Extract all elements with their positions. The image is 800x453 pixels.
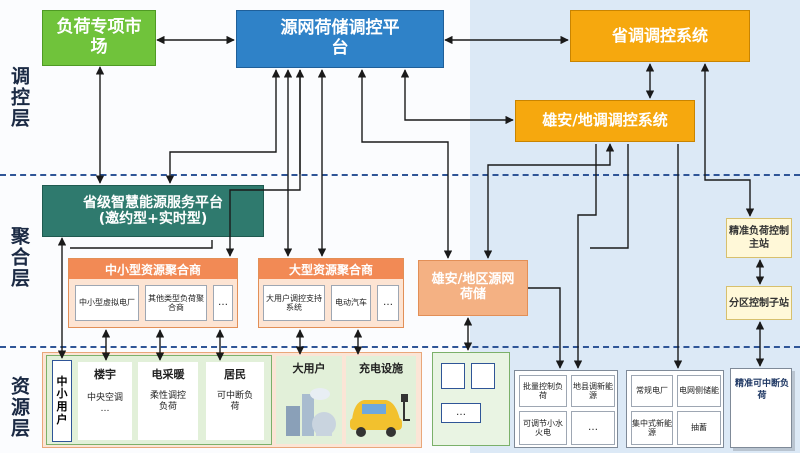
big-user-support-box: 大用户调控支持系统	[263, 285, 325, 321]
resource-more-box: …	[441, 403, 481, 423]
central-new-energy-box: 集中式新能源	[631, 411, 673, 445]
charging-card: 充电设施	[346, 356, 416, 444]
heating-title: 电采暖	[151, 368, 185, 381]
smart-platform-line2: (邀约型+实时型)	[98, 211, 208, 227]
large-aggregator-title: 大型资源聚合商	[259, 259, 403, 279]
resource-slot-2	[471, 363, 495, 389]
ev-charging-icon	[350, 394, 410, 437]
large-agg-more-box: …	[377, 285, 399, 321]
smart-platform-line1: 省级智慧能源服务平台	[83, 194, 223, 211]
smb-users-label: 中小用户	[52, 360, 72, 442]
resident-card: 居民 可中断负荷	[206, 362, 264, 440]
layer-label-aggregation: 聚合层	[8, 225, 30, 289]
county-resource-group: 批量控制负荷 地县调新能源 可调节小水火电 …	[514, 370, 618, 448]
county-new-energy-box: 地县调新能源	[571, 375, 615, 407]
resource-slot-1	[441, 363, 465, 389]
grid-storage-box: 电网侧储能	[677, 375, 721, 407]
precise-interrupt-label: 精准可中断负荷	[735, 379, 790, 401]
resident-sub: 可中断负荷	[216, 391, 253, 412]
factory-icon	[286, 388, 336, 436]
layer-label-resource: 资源层	[8, 375, 30, 439]
small-hydro-box: 可调节小水火电	[519, 411, 567, 445]
layer-divider-bottom	[0, 346, 800, 348]
building-card: 楼宇 中央空调 …	[78, 362, 132, 440]
precise-master-station: 精准负荷控制主站	[726, 218, 792, 258]
xiongan-system-box: 雄安/地调调控系统	[515, 100, 695, 142]
heating-card: 电采暖 柔性调控负荷	[138, 362, 198, 440]
building-sub: 中央空调	[86, 393, 123, 404]
other-aggregator-box: 其他类型负荷聚合商	[145, 285, 207, 321]
plant-resource-group: 常规电厂 电网侧储能 集中式新能源 抽蓄	[626, 370, 724, 448]
platform-box: 源网荷储调控平台	[236, 10, 444, 68]
ev-box: 电动汽车	[331, 285, 371, 321]
batch-control-box: 批量控制负荷	[519, 375, 567, 407]
xiongan-grid-box: 雄安/地区源网荷储	[418, 260, 528, 316]
heating-sub: 柔性调控负荷	[149, 391, 186, 412]
conventional-plant-box: 常规电厂	[631, 375, 673, 407]
small-aggregator-title: 中小型资源聚合商	[69, 259, 237, 279]
big-user-card: 大用户	[276, 356, 342, 444]
building-title: 楼宇	[94, 368, 116, 381]
layer-label-dispatch: 调控层	[8, 65, 30, 129]
big-user-title: 大用户	[292, 362, 326, 375]
charging-title: 充电设施	[359, 362, 403, 375]
building-more: …	[100, 403, 110, 414]
county-more-box: …	[571, 411, 615, 445]
small-aggregator-group: 中小型资源聚合商 中小型虚拟电厂 其他类型负荷聚合商 …	[68, 258, 238, 328]
resident-title: 居民	[224, 368, 246, 381]
small-vpp-box: 中小型虚拟电厂	[75, 285, 139, 321]
load-market-box: 负荷专项市场	[42, 10, 156, 66]
provincial-system-box: 省调调控系统	[570, 10, 750, 62]
small-agg-more-box: …	[213, 285, 233, 321]
zone-substation: 分区控制子站	[726, 286, 792, 320]
large-aggregator-group: 大型资源聚合商 大用户调控支持系统 电动汽车 …	[258, 258, 404, 328]
xiongan-resource-group: …	[432, 352, 510, 446]
pumped-storage-box: 抽蓄	[677, 411, 721, 445]
precise-interrupt-card: 精准可中断负荷	[730, 368, 792, 448]
